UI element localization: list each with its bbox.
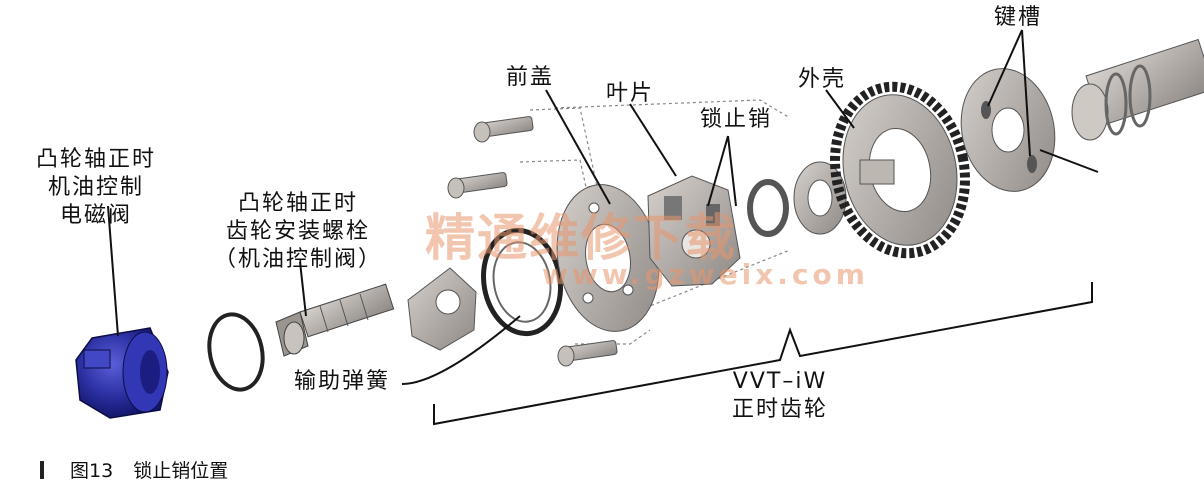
vvt-brace — [433, 282, 1093, 426]
leader-lines — [107, 29, 1099, 385]
o-ring — [207, 312, 265, 392]
figure-number: 图13 — [70, 460, 114, 482]
label-keyway: 键槽 — [994, 5, 1043, 30]
front-cover-bolt — [447, 172, 508, 199]
label-timing-gear-bolt: 凸轮轴正时 齿轮安装螺栓 （机油控制阀） — [214, 191, 383, 272]
spring-plate — [407, 267, 477, 351]
front-cover-bolt — [557, 340, 618, 367]
front-cover — [556, 184, 660, 332]
front-cover-bolt — [473, 116, 534, 143]
housing-gear — [830, 81, 970, 259]
watermark-url: www.gzweix.com — [542, 258, 869, 291]
oil-control-valve-bolt — [275, 283, 395, 357]
sprocket-plate — [793, 161, 847, 235]
watermark-text: 精通维修下载 — [425, 208, 737, 267]
oil-control-solenoid — [75, 327, 169, 419]
vane-rotor — [647, 175, 741, 287]
figure-title: 锁止销位置 — [133, 460, 229, 482]
keyway-slot — [1027, 155, 1037, 173]
label-assist-spring: 输助弹簧 — [294, 369, 391, 394]
caption-bar — [40, 461, 44, 479]
label-housing: 外壳 — [798, 67, 847, 92]
label-lock-pin: 锁止销 — [700, 107, 773, 132]
label-oil-control-solenoid: 凸轮轴正时 机油控制 电磁阀 — [36, 147, 157, 228]
label-front-cover: 前盖 — [506, 65, 555, 90]
seal-ring — [747, 179, 789, 237]
camshaft — [1071, 38, 1204, 141]
figure-caption: 图13 锁止销位置 — [40, 456, 228, 483]
label-vvt-iw-timing-gear: VVT–iW 正时齿轮 — [732, 369, 829, 422]
label-vane: 叶片 — [606, 81, 655, 106]
rear-plate — [960, 68, 1056, 192]
assist-spring — [481, 227, 563, 337]
